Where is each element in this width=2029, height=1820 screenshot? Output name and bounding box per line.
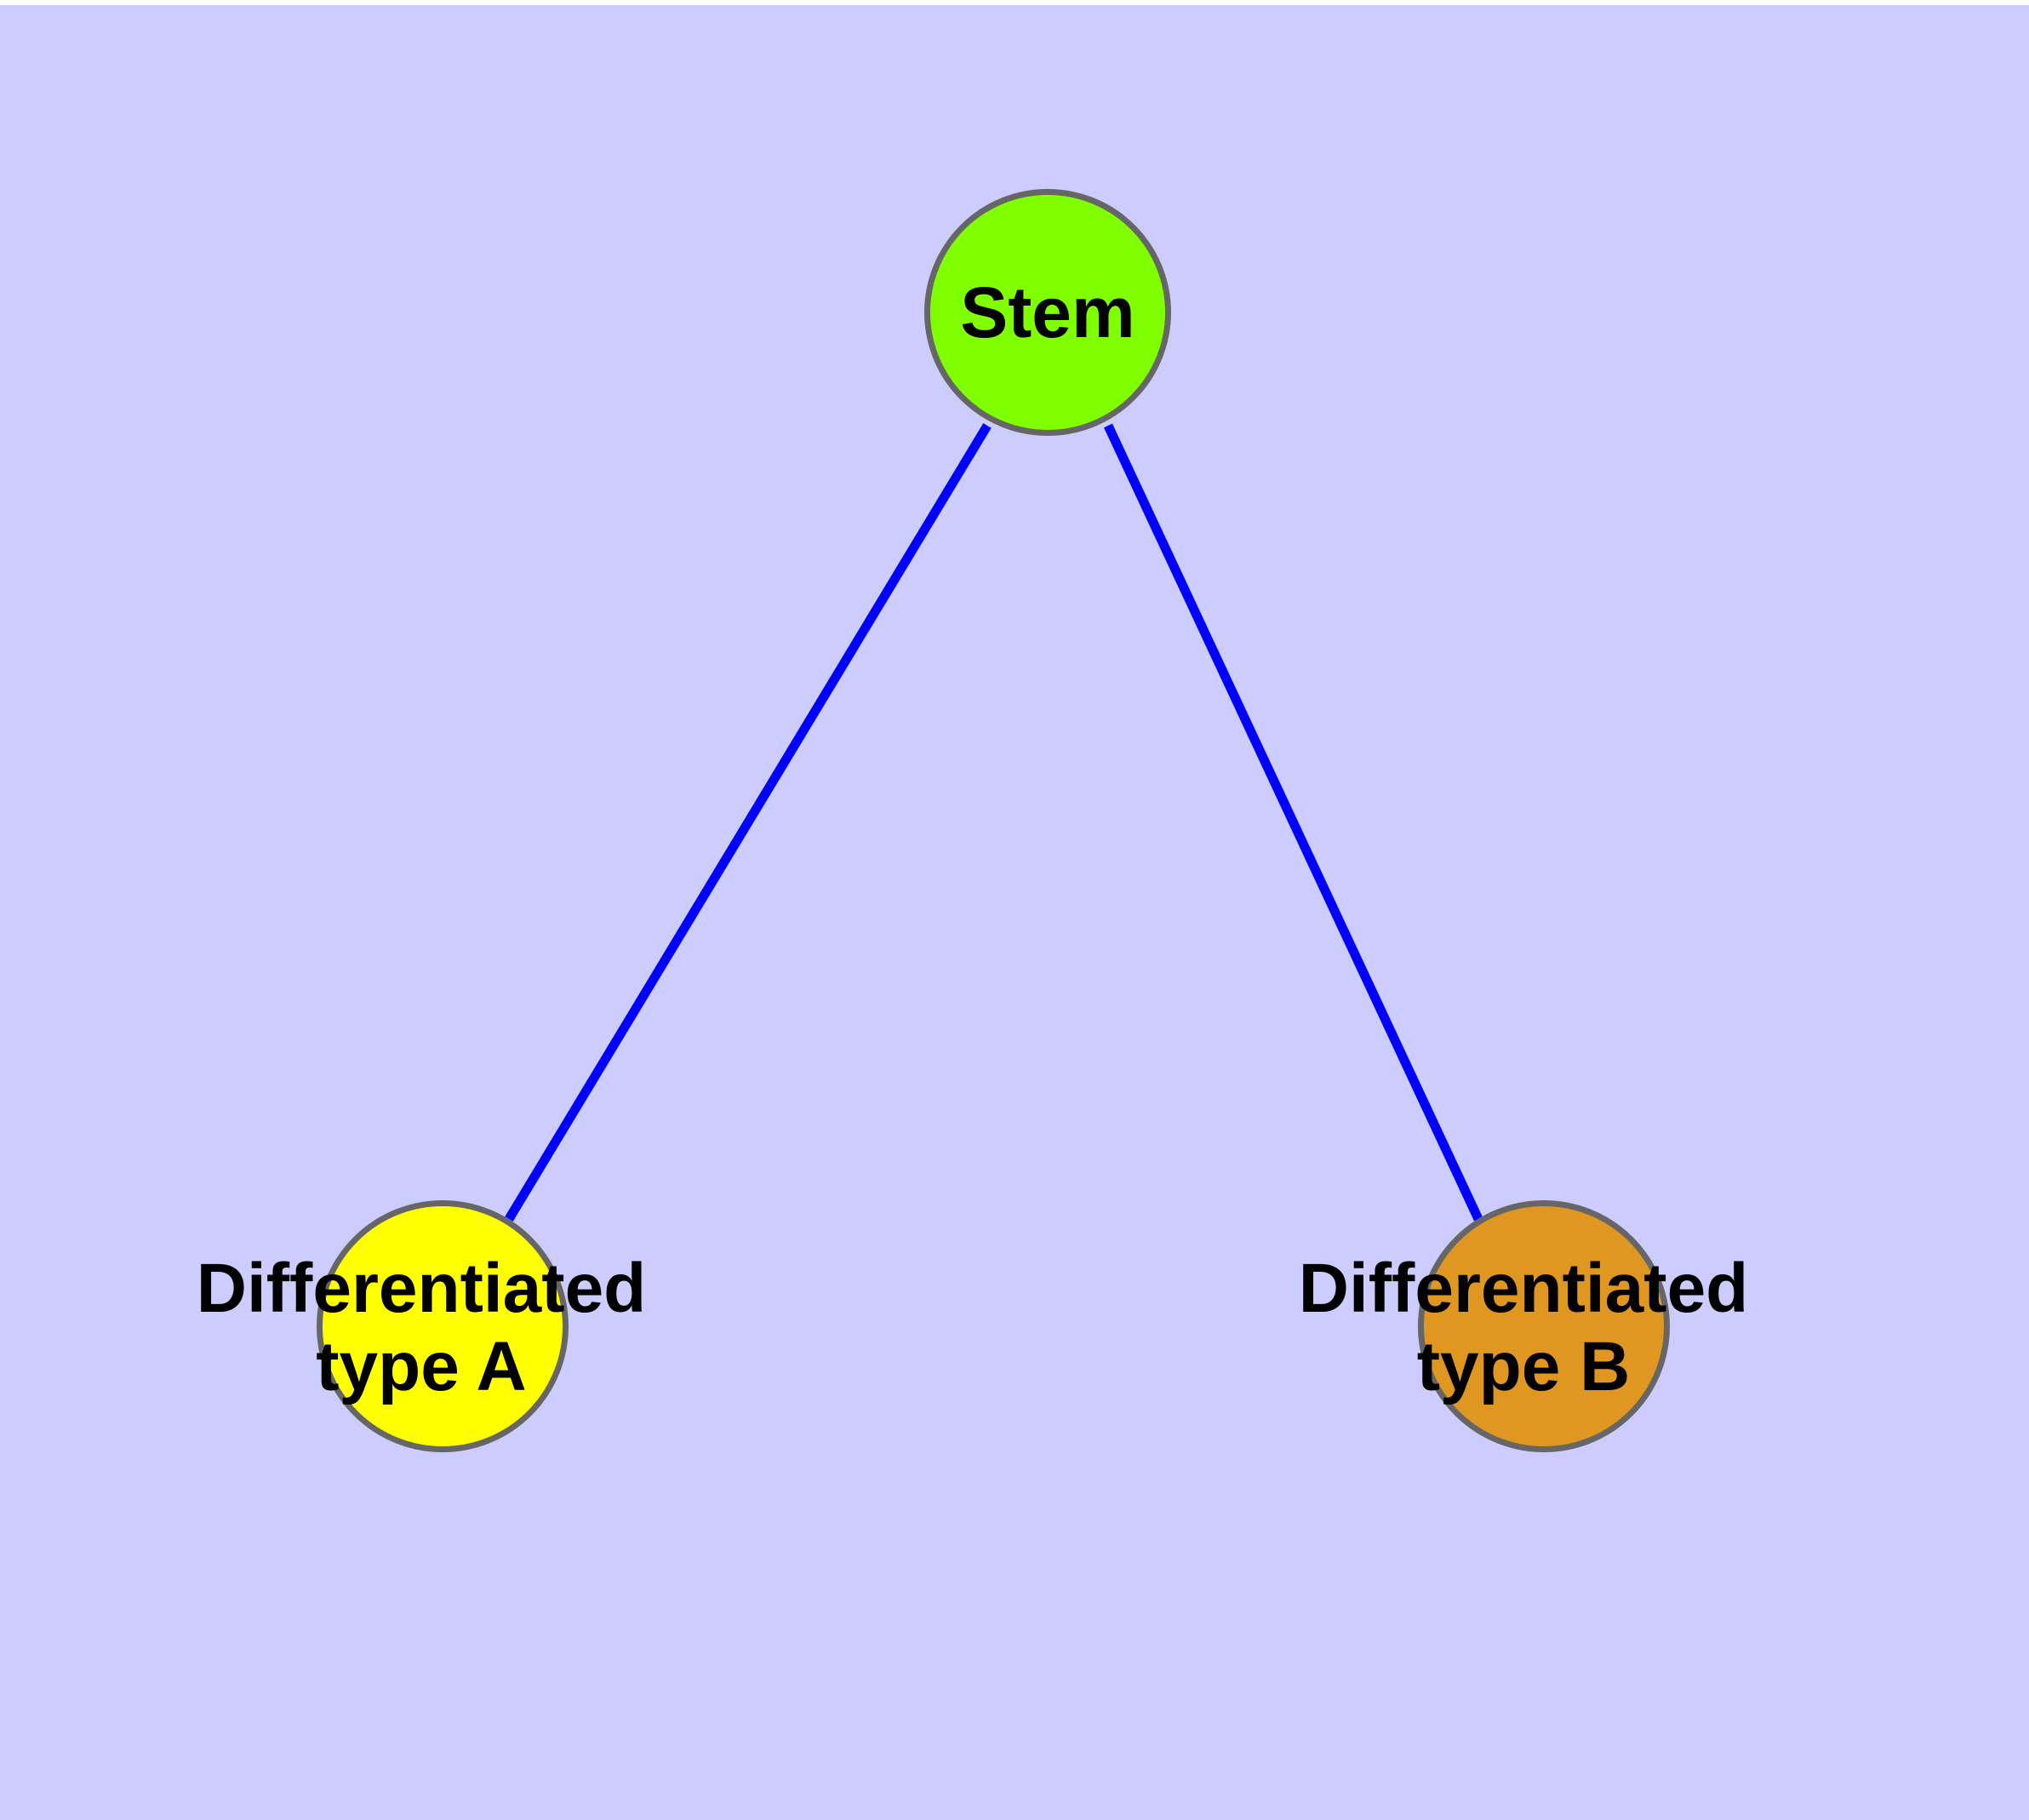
edge-stem-to-type-a: [505, 423, 992, 1222]
canvas-top-margin: [0, 0, 2029, 5]
edge-stem-to-type-b: [1104, 423, 1483, 1222]
edge-layer: [505, 423, 1483, 1222]
node-circle-stem[interactable]: [924, 189, 1171, 436]
node-circle-differentiated-type-b[interactable]: [1418, 1200, 1670, 1452]
node-layer: [317, 189, 1670, 1452]
node-circle-differentiated-type-a[interactable]: [317, 1200, 569, 1452]
